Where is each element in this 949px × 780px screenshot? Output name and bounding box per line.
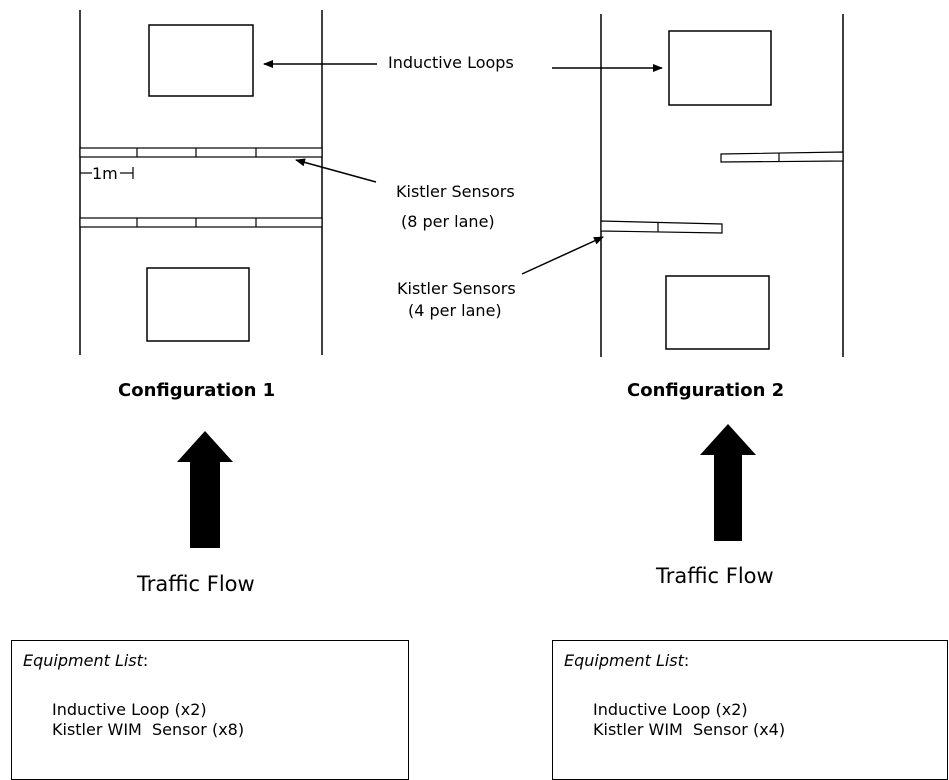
equipment-item: Kistler WIM Sensor (x8) bbox=[52, 720, 245, 739]
equipment-item: Inductive Loop (x2) bbox=[593, 700, 748, 719]
config2-sensor-row-left bbox=[600, 220, 723, 234]
config2-sensor-row-right bbox=[720, 151, 844, 163]
config1-traffic-flow-label: Traffic Flow bbox=[136, 572, 255, 596]
equipment-item: Kistler WIM Sensor (x4) bbox=[593, 720, 786, 739]
equipment-item: Inductive Loop (x2) bbox=[52, 700, 207, 719]
config2-inductive-loop-top bbox=[668, 30, 772, 106]
one-meter-dimension: 1m bbox=[80, 164, 134, 183]
equipment-list-box-2: Equipment List: Inductive Loop (x2) Kist… bbox=[552, 640, 948, 780]
equipment-list-heading: Equipment List: bbox=[564, 651, 690, 670]
equipment-list-box-1: Equipment List: Inductive Loop (x2) Kist… bbox=[11, 640, 409, 780]
config2-traffic-flow-label: Traffic Flow bbox=[655, 564, 774, 588]
kistler-sensors-8-label: Kistler Sensors bbox=[396, 182, 515, 201]
config2-inductive-loop-bottom bbox=[665, 275, 770, 350]
config1-lane: 1m bbox=[79, 10, 323, 355]
kistler-sensors-4-sub: (4 per lane) bbox=[408, 301, 502, 320]
kistler-sensors-4-arrow bbox=[521, 236, 604, 275]
equipment-list-items: Inductive Loop (x2) Kistler WIM Sensor (… bbox=[52, 700, 244, 740]
config1-sensor-row-top bbox=[79, 147, 323, 158]
inductive-loops-label: Inductive Loops bbox=[388, 53, 514, 72]
kistler-sensors-4-label: Kistler Sensors bbox=[397, 279, 516, 298]
kistler-sensors-8-sub: (8 per lane) bbox=[401, 212, 495, 231]
config1-title: Configuration 1 bbox=[118, 380, 275, 401]
config2-lane bbox=[600, 14, 844, 357]
config1-inductive-loop-top bbox=[148, 24, 254, 97]
equipment-list-items: Inductive Loop (x2) Kistler WIM Sensor (… bbox=[593, 700, 785, 740]
config1-sensor-row-bottom bbox=[79, 217, 323, 228]
one-meter-label: 1m bbox=[92, 164, 118, 183]
config2-title: Configuration 2 bbox=[627, 380, 784, 401]
config1-traffic-arrow bbox=[177, 431, 233, 548]
config2-traffic-arrow bbox=[700, 424, 756, 541]
kistler-sensors-8-arrow bbox=[295, 158, 377, 183]
equipment-list-heading: Equipment List: bbox=[23, 651, 149, 670]
config1-inductive-loop-bottom bbox=[146, 267, 250, 342]
